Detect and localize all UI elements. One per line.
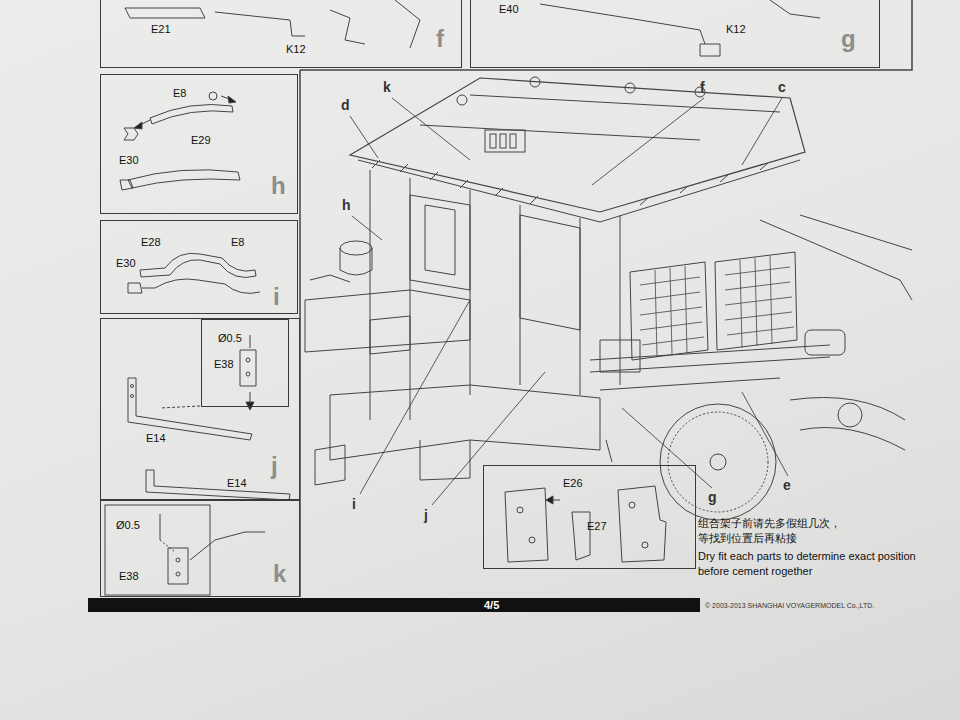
callout-letter: j — [424, 508, 428, 523]
part-number: E28 — [141, 236, 161, 248]
note-text: 等找到位置后再粘接 — [698, 533, 797, 545]
step-panel: E40K12 g — [470, 0, 880, 68]
part-number: Ø0.5 — [218, 332, 242, 344]
step-panel: E14E14jØ0.5E38 — [100, 318, 300, 500]
callout-letter: e — [783, 478, 791, 493]
part-number: E21 — [151, 23, 171, 35]
step-letter: j — [271, 453, 278, 479]
callout-letter: h — [342, 198, 351, 213]
step-letter: g — [841, 26, 856, 52]
step-panel: E21K12 f — [100, 0, 462, 68]
part-number: E29 — [191, 134, 211, 146]
step-panel: Ø0.5E38 — [201, 319, 289, 407]
step-panel: E8E29E30 h — [100, 74, 298, 214]
callout-letter: d — [341, 98, 350, 113]
part-number: Ø0.5 — [116, 519, 140, 531]
part-number: K12 — [286, 43, 306, 55]
step-panel: E28 E8E30 i — [100, 220, 298, 314]
part-number: E38 — [119, 570, 139, 582]
step-panel: Ø0.5E38 k — [100, 500, 300, 597]
callout-letter: k — [383, 80, 391, 95]
step-panel: E26E27 — [483, 465, 696, 569]
part-number: K12 — [726, 23, 746, 35]
callout-letter: c — [778, 80, 786, 95]
step-letter: f — [436, 26, 444, 52]
callout-letter: g — [708, 490, 717, 505]
part-number: E30 — [119, 154, 139, 166]
step-letter: k — [273, 561, 286, 587]
part-number: E26 — [563, 477, 583, 489]
part-drawings — [105, 0, 912, 597]
part-number: E27 — [587, 520, 607, 532]
part-number: E40 — [499, 3, 519, 15]
part-number: E8 — [173, 87, 186, 99]
copyright-text: © 2003-2013 SHANGHAI VOYAGERMODEL Co.,LT… — [705, 602, 874, 610]
part-number: E14 — [146, 432, 166, 444]
part-number: E38 — [214, 358, 234, 370]
note-text: Dry fit each parts to determine exact po… — [698, 549, 930, 579]
callout-letter: f — [700, 80, 705, 95]
step-letter: h — [271, 173, 286, 199]
step-letter: i — [273, 284, 280, 310]
page-number: 4/5 — [484, 599, 499, 611]
callout-letter: i — [352, 497, 356, 512]
part-number: E14 — [227, 477, 247, 489]
part-number: E30 — [116, 257, 136, 269]
part-number: E8 — [231, 236, 244, 248]
note-text: 组合架子前请先多假组几次， — [698, 518, 841, 530]
page-bar — [88, 598, 700, 612]
